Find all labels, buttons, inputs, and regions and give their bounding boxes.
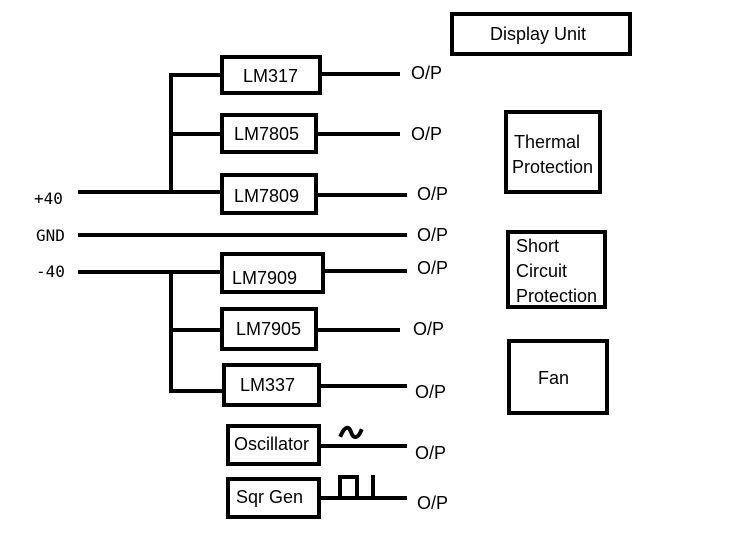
output-label-lm7905: O/P bbox=[413, 319, 444, 339]
block-fan: Fan bbox=[507, 339, 609, 415]
block-lm337-label: LM337 bbox=[240, 375, 295, 395]
block-thermal-protection: Thermal Protection bbox=[504, 110, 602, 194]
block-lm317-label: LM317 bbox=[243, 66, 298, 86]
output-label-lm7909: O/P bbox=[417, 258, 448, 278]
block-lm7909: LM7909 bbox=[220, 252, 325, 294]
block-lm7909-label: LM7909 bbox=[232, 268, 297, 288]
output-label-ground: O/P bbox=[417, 225, 448, 245]
thermal-protection-line2: Protection bbox=[512, 157, 593, 177]
display-unit-label: Display Unit bbox=[490, 24, 586, 44]
output-label-lm337: O/P bbox=[415, 382, 446, 402]
output-label-oscillator: O/P bbox=[415, 443, 446, 463]
negative-rail-wiring bbox=[78, 270, 224, 393]
block-lm7905: LM7905 bbox=[220, 307, 318, 351]
short-circuit-line2: Circuit bbox=[516, 261, 567, 281]
square-wave-icon bbox=[338, 475, 375, 500]
fan-label: Fan bbox=[538, 368, 569, 388]
sine-wave-icon bbox=[338, 425, 364, 440]
block-lm337: LM337 bbox=[222, 363, 321, 407]
block-lm7805: LM7805 bbox=[220, 113, 318, 154]
thermal-protection-line1: Thermal bbox=[514, 132, 580, 152]
rail-label-ground: GND bbox=[36, 226, 65, 245]
output-label-lm7805: O/P bbox=[411, 124, 442, 144]
block-oscillator: Oscillator bbox=[226, 424, 321, 466]
block-display-unit: Display Unit bbox=[450, 12, 632, 56]
block-lm7809-label: LM7809 bbox=[234, 186, 299, 206]
block-sqr-gen-label: Sqr Gen bbox=[236, 487, 303, 507]
block-short-circuit-protection: Short Circuit Protection bbox=[506, 230, 607, 309]
short-circuit-line1: Short bbox=[516, 236, 559, 256]
output-label-lm7809: O/P bbox=[417, 184, 448, 204]
rail-label-positive: +40 bbox=[34, 189, 63, 208]
output-label-lm317: O/P bbox=[411, 63, 442, 83]
block-lm7905-label: LM7905 bbox=[236, 319, 301, 339]
block-sqr-gen: Sqr Gen bbox=[226, 477, 321, 519]
output-label-sqr-gen: O/P bbox=[417, 493, 448, 513]
block-lm7805-label: LM7805 bbox=[234, 124, 299, 144]
short-circuit-line3: Protection bbox=[516, 286, 597, 306]
block-oscillator-label: Oscillator bbox=[234, 434, 309, 454]
rail-label-negative: -40 bbox=[36, 262, 65, 281]
block-lm7809: LM7809 bbox=[220, 173, 318, 215]
positive-rail-wiring bbox=[78, 73, 224, 194]
block-lm317: LM317 bbox=[220, 55, 322, 95]
